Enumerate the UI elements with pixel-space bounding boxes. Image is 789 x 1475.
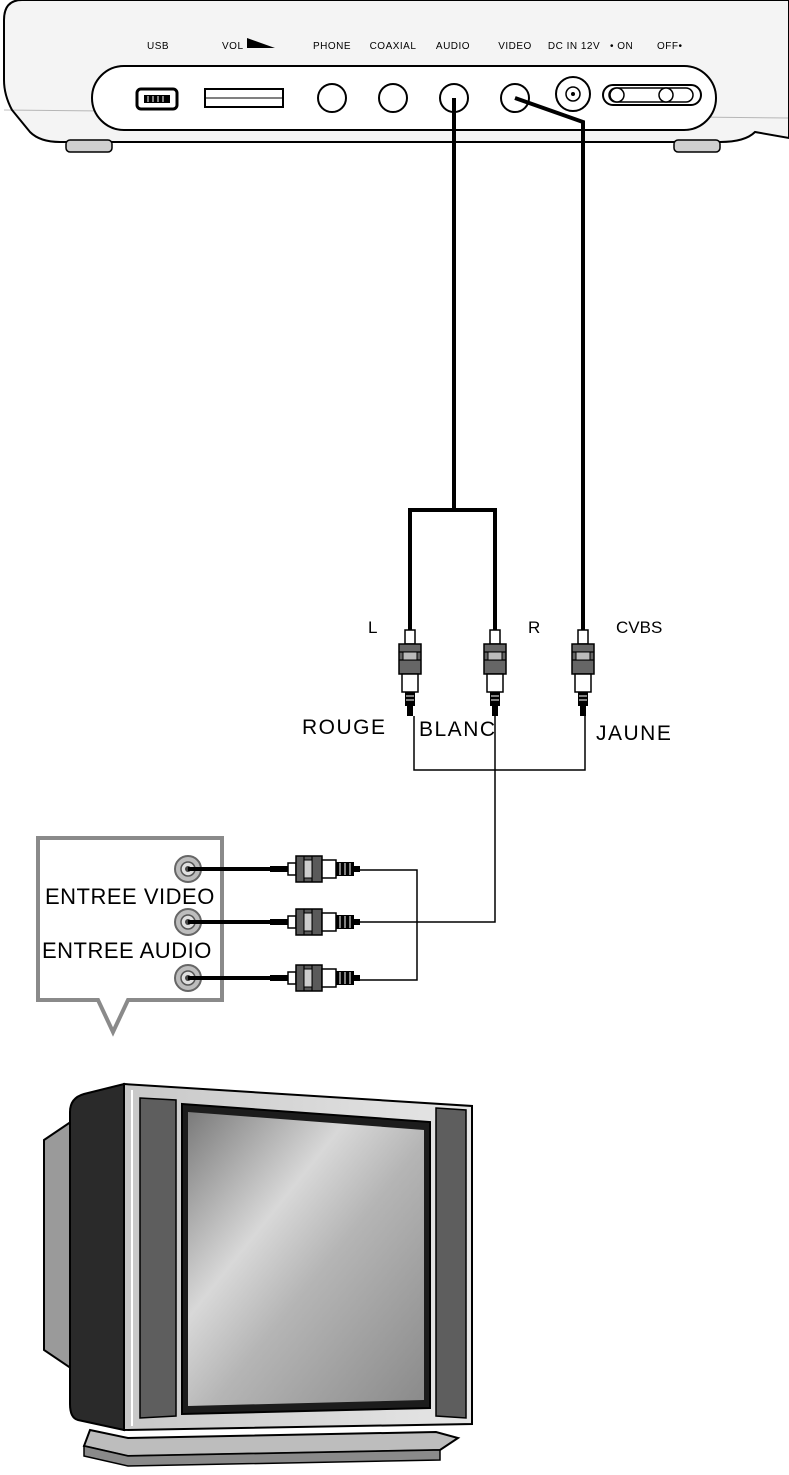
plug-label-right: R bbox=[528, 618, 540, 637]
video-cable bbox=[514, 96, 585, 622]
tv-input-audio-label: ENTREE AUDIO bbox=[42, 938, 212, 963]
left-foot bbox=[65, 139, 113, 153]
color-label-yellow: JAUNE bbox=[596, 722, 672, 745]
plug-label-left: L bbox=[368, 618, 377, 637]
audio-label: AUDIO bbox=[436, 41, 470, 52]
dvd-player: USB VOL PHONE COAXIAL AUDIO VIDEO DC IN … bbox=[3, 0, 789, 153]
cvbs-video-plug-icon bbox=[571, 611, 595, 717]
phone-jack-icon bbox=[317, 83, 347, 113]
video-label: VIDEO bbox=[498, 41, 532, 52]
tv-plugs bbox=[188, 855, 361, 992]
usb-port-icon bbox=[135, 87, 179, 111]
volume-wedge-icon bbox=[247, 38, 275, 48]
tv-video-plug-icon bbox=[269, 855, 361, 883]
color-label-red: ROUGE bbox=[302, 716, 387, 739]
right-foot bbox=[673, 139, 721, 153]
coaxial-label: COAXIAL bbox=[370, 41, 417, 52]
off-label: OFF• bbox=[657, 41, 683, 52]
usb-label: USB bbox=[147, 41, 169, 52]
dc-in-jack-icon bbox=[555, 76, 591, 112]
left-audio-plug-icon bbox=[398, 611, 422, 717]
right-audio-plug-icon bbox=[483, 611, 507, 717]
dc-in-label: DC IN 12V bbox=[548, 41, 600, 52]
tv-input-video-label: ENTREE VIDEO bbox=[45, 884, 215, 909]
adapter-wires bbox=[360, 716, 586, 981]
plug-label-cvbs: CVBS bbox=[616, 618, 662, 637]
audio-cable bbox=[408, 98, 497, 622]
tv-audio-left-plug-icon bbox=[269, 908, 361, 936]
coaxial-jack-icon bbox=[378, 83, 408, 113]
tv-audio-right-plug-icon bbox=[269, 964, 361, 992]
phone-label: PHONE bbox=[313, 41, 351, 52]
on-label: • ON bbox=[610, 41, 633, 52]
vol-label: VOL bbox=[222, 41, 244, 52]
tv-input-callout: ENTREE VIDEO ENTREE AUDIO bbox=[36, 836, 224, 1037]
color-label-white: BLANC bbox=[419, 718, 497, 741]
television-icon bbox=[43, 1082, 473, 1467]
volume-wheel-icon bbox=[204, 88, 284, 108]
power-switch-icon bbox=[602, 84, 702, 106]
